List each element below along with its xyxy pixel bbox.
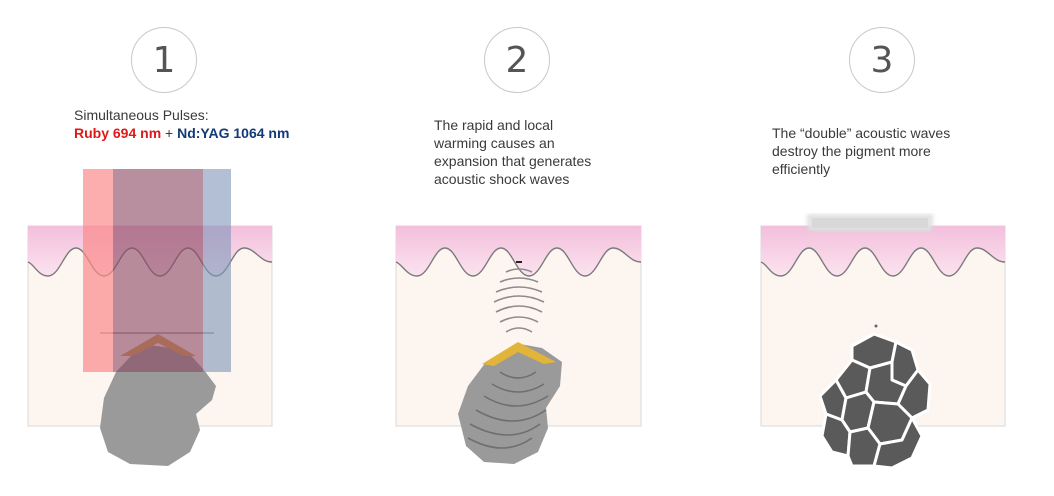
step-2-caption-line: warming causes an — [434, 135, 555, 151]
step-3-caption-line: The “double” acoustic waves — [772, 125, 951, 141]
pigment-blob — [458, 344, 562, 464]
ndyag-wavelength-label: Nd:YAG 1064 nm — [177, 125, 290, 141]
fragmented-pigment — [818, 332, 932, 470]
step-1-wavelengths: Ruby 694 nm + Nd:YAG 1064 nm — [74, 124, 289, 142]
ejected-pigment-particles-texture — [812, 218, 928, 228]
panel-2-illustration — [395, 225, 642, 464]
step-3-caption: The “double” acoustic waves destroy the … — [772, 124, 950, 178]
step-2-caption-line: acoustic shock waves — [434, 171, 570, 187]
acoustic-waves-downward — [467, 371, 549, 449]
step-1-caption-line: Simultaneous Pulses: — [74, 107, 209, 123]
step-1-caption: Simultaneous Pulses: Ruby 694 nm + Nd:YA… — [74, 106, 289, 142]
ruby-wavelength-label: Ruby 694 nm — [74, 125, 162, 141]
panel-1-illustration — [27, 169, 273, 466]
acoustic-waves-upward — [493, 268, 545, 333]
step-1-number: 1 — [131, 27, 197, 93]
small-particle — [874, 324, 878, 328]
ruby-beam — [83, 169, 113, 372]
panel-3-illustration — [760, 214, 1006, 470]
laser-beams — [83, 169, 231, 372]
pigment-blob — [100, 344, 216, 466]
step-2-number: 2 — [484, 27, 550, 93]
step-3-number: 3 — [849, 27, 915, 93]
ndyag-beam — [203, 169, 231, 372]
step-2-caption: The rapid and local warming causes an ex… — [434, 116, 591, 188]
step-3-caption-line: destroy the pigment more — [772, 143, 931, 159]
heated-pigment-zone — [482, 342, 556, 366]
step-3-caption-line: efficiently — [772, 161, 831, 177]
step-2-caption-line: The rapid and local — [434, 117, 554, 133]
plus-sign: + — [161, 125, 178, 141]
combined-beam — [113, 169, 203, 372]
step-2-caption-line: expansion that generates — [434, 153, 592, 169]
